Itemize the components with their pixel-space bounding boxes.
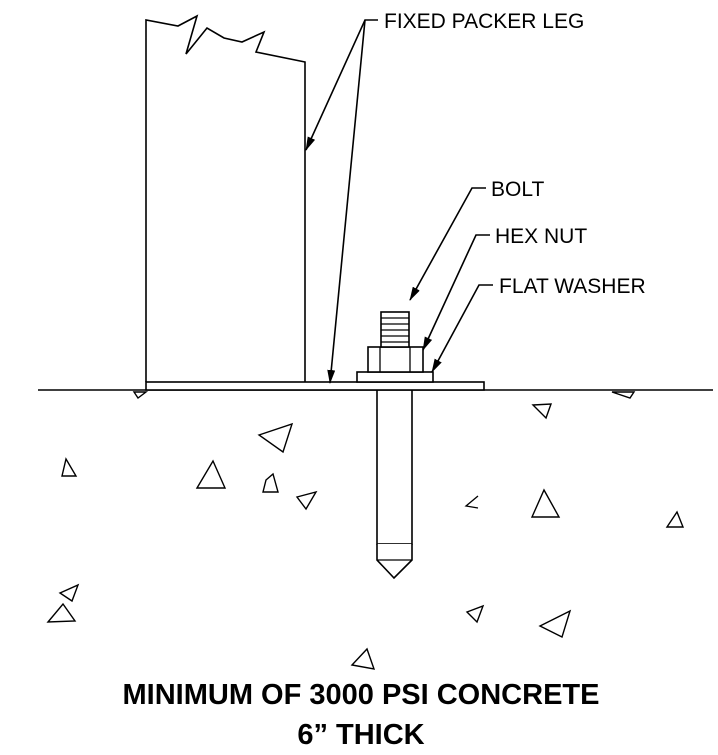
label-fixed-packer-leg: FIXED PACKER LEG	[384, 10, 584, 33]
leader-bolt	[409, 187, 486, 301]
label-bolt: BOLT	[491, 178, 544, 201]
leader-hex-nut	[422, 234, 490, 351]
caption-line-2: 6” THICK	[297, 719, 424, 751]
leader-fixed-packer-leg-2	[327, 19, 366, 384]
base-plate	[145, 381, 485, 391]
bolt-thread-lines	[381, 317, 409, 343]
anchor-bolt-tip	[376, 544, 413, 580]
flat-washer	[356, 371, 434, 383]
anchor-bolt-shank	[376, 390, 413, 545]
label-hex-nut: HEX NUT	[495, 225, 587, 248]
caption-line-1: MINIMUM OF 3000 PSI CONCRETE	[123, 679, 600, 711]
hex-nut	[367, 346, 424, 373]
concrete-aggregate	[46, 391, 685, 670]
fixed-packer-leg	[145, 14, 306, 382]
label-flat-washer: FLAT WASHER	[499, 275, 646, 298]
leader-fixed-packer-leg-1	[305, 19, 378, 151]
leader-flat-washer	[431, 284, 493, 373]
